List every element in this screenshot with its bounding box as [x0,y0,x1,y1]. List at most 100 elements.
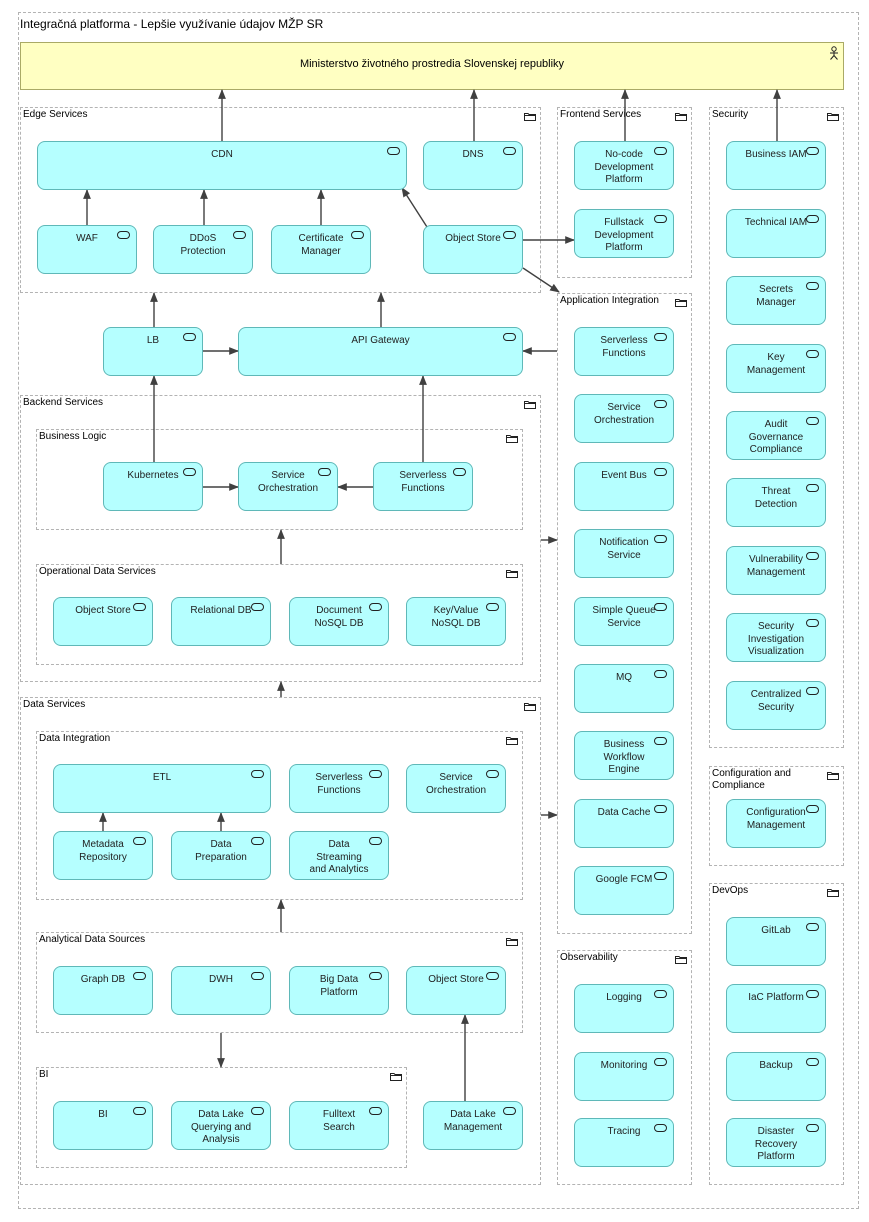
node-label: Object Store [75,605,131,616]
node-label: Event Bus [601,470,647,481]
node-objstore_op[interactable]: Object Store [53,597,153,646]
node-eventbus[interactable]: Event Bus [574,462,674,511]
node-bwe[interactable]: Business Workflow Engine [574,731,674,780]
folder-icon [675,113,687,121]
service-icon [251,972,264,980]
group-analytical[interactable]: Analytical Data Sources [36,932,523,1033]
group-label: Security [712,109,749,120]
folder-icon [524,113,536,121]
service-icon [351,231,364,239]
node-threat[interactable]: Threat Detection [726,478,826,527]
node-monitoring[interactable]: Monitoring [574,1052,674,1101]
folder-icon [390,1073,402,1081]
service-icon [453,468,466,476]
node-label: Fulltext Search [322,1109,356,1133]
service-icon [133,1107,146,1115]
service-icon [654,468,667,476]
node-objstore_edge[interactable]: Object Store [423,225,523,274]
node-objstore_an[interactable]: Object Store [406,966,506,1015]
node-label: DDoS Protection [180,233,226,257]
node-centsec[interactable]: Centralized Security [726,681,826,730]
folder-icon [524,401,536,409]
node-configmgmt[interactable]: Configuration Management [726,799,826,848]
node-label: Fullstack Development Platform [594,217,654,253]
group-appint[interactable]: Application Integration [557,293,692,934]
node-bigdata[interactable]: Big Data Platform [289,966,389,1015]
node-mq[interactable]: MQ [574,664,674,713]
node-metarepo[interactable]: Metadata Repository [53,831,153,880]
group-devops[interactable]: DevOps [709,883,844,1185]
group-data[interactable]: Data Services [20,697,541,1185]
node-dlquery[interactable]: Data Lake Querying and Analysis [171,1101,271,1150]
node-dataprep[interactable]: Data Preparation [171,831,271,880]
node-gitlab[interactable]: GitLab [726,917,826,966]
service-icon [133,972,146,980]
service-icon [183,333,196,341]
node-keymgmt[interactable]: Key Management [726,344,826,393]
node-docdb[interactable]: Document NoSQL DB [289,597,389,646]
node-secrets[interactable]: Secrets Manager [726,276,826,325]
group-label: Backend Services [23,397,104,408]
node-label: Business Workflow Engine [603,739,645,775]
node-biz_iam[interactable]: Business IAM [726,141,826,190]
node-notif[interactable]: Notification Service [574,529,674,578]
node-iac[interactable]: IaC Platform [726,984,826,1033]
node-sf_bl[interactable]: Serverless Functions [373,462,473,511]
node-label: Centralized Security [750,689,802,713]
group-opdata[interactable]: Operational Data Services [36,564,523,665]
group-config[interactable]: Configuration and Compliance [709,766,844,866]
node-cert[interactable]: Certificate Manager [271,225,371,274]
node-nocode[interactable]: No-code Development Platform [574,141,674,190]
node-sf_app[interactable]: Serverless Functions [574,327,674,376]
node-vuln[interactable]: Vulnerability Management [726,546,826,595]
node-fcm[interactable]: Google FCM [574,866,674,915]
node-label: Serverless Functions [315,772,363,796]
node-label: Metadata Repository [79,839,127,863]
node-dlmgmt[interactable]: Data Lake Management [423,1101,523,1150]
node-etl[interactable]: ETL [53,764,271,813]
node-logging[interactable]: Logging [574,984,674,1033]
folder-icon [827,889,839,897]
actor-box[interactable]: Ministerstvo životného prostredia Sloven… [20,42,844,90]
group-observ[interactable]: Observability [557,950,692,1185]
node-dwh[interactable]: DWH [171,966,271,1015]
node-fulltext[interactable]: Fulltext Search [289,1101,389,1150]
node-tech_iam[interactable]: Technical IAM [726,209,826,258]
service-icon [486,603,499,611]
node-sqs[interactable]: Simple Queue Service [574,597,674,646]
node-bi[interactable]: BI [53,1101,153,1150]
node-lb[interactable]: LB [103,327,203,376]
node-cdn[interactable]: CDN [37,141,407,190]
node-so_app[interactable]: Service Orchestration [574,394,674,443]
node-dns[interactable]: DNS [423,141,523,190]
node-so_di[interactable]: Service Orchestration [406,764,506,813]
node-streaming[interactable]: Data Streaming and Analytics [289,831,389,880]
service-icon [251,837,264,845]
node-audit[interactable]: Audit Governance Compliance [726,411,826,460]
node-so_bl[interactable]: Service Orchestration [238,462,338,511]
node-graphdb[interactable]: Graph DB [53,966,153,1015]
node-sf_di[interactable]: Serverless Functions [289,764,389,813]
service-icon [486,770,499,778]
node-backup[interactable]: Backup [726,1052,826,1101]
node-k8s[interactable]: Kubernetes [103,462,203,511]
service-icon [654,737,667,745]
node-apigw[interactable]: API Gateway [238,327,523,376]
node-reldb[interactable]: Relational DB [171,597,271,646]
node-label: Backup [759,1060,793,1071]
node-kvdb[interactable]: Key/Value NoSQL DB [406,597,506,646]
node-drp[interactable]: Disaster Recovery Platform [726,1118,826,1167]
node-waf[interactable]: WAF [37,225,137,274]
group-edge[interactable]: Edge Services [20,107,541,293]
service-icon [251,1107,264,1115]
node-ddos[interactable]: DDoS Protection [153,225,253,274]
node-label: Technical IAM [744,217,808,228]
service-icon [654,215,667,223]
service-icon [251,770,264,778]
node-datacache[interactable]: Data Cache [574,799,674,848]
node-fullstack[interactable]: Fullstack Development Platform [574,209,674,258]
node-tracing[interactable]: Tracing [574,1118,674,1167]
service-icon [806,215,819,223]
node-secinv[interactable]: Security Investigation Visualization [726,613,826,662]
